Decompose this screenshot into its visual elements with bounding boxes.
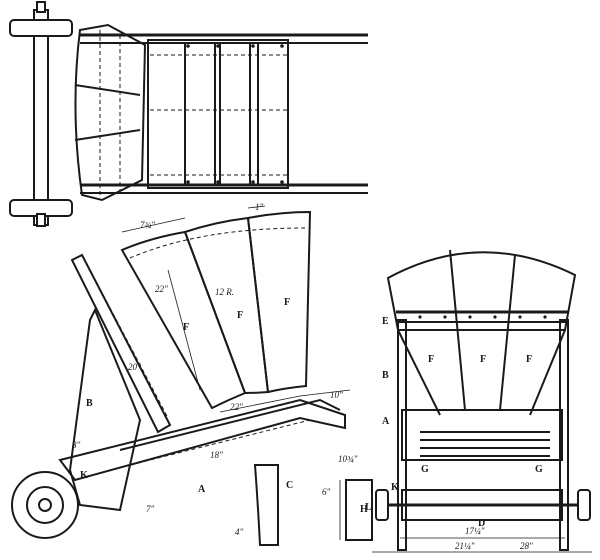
label-g-front-left: G	[421, 464, 429, 475]
leg-section-detail: H	[339, 479, 373, 541]
label-f-2: F	[237, 310, 243, 321]
front-post-left	[397, 319, 407, 551]
slat-detail: 7¾" 1" 22" 12 R. F F F	[120, 202, 312, 410]
plan-seat-frame	[147, 39, 289, 189]
front-seat-box	[401, 409, 563, 461]
label-c-side: C	[286, 480, 293, 491]
plan-axle	[33, 9, 49, 226]
label-b-side: B	[86, 398, 93, 409]
side-view: 22" 10" 18" 8" 7" 4" 20" 10¾" B A C K	[11, 253, 358, 546]
side-wheel-axle	[38, 498, 52, 512]
slat-f-right	[246, 210, 312, 394]
label-k-side: K	[80, 470, 88, 481]
front-back-top	[386, 251, 577, 331]
plan-hub-bottom	[36, 213, 46, 227]
dim-side-right: 10¾"	[338, 454, 358, 464]
slat-top-dim	[121, 217, 186, 233]
label-a-side: A	[198, 484, 206, 495]
front-post-right	[559, 319, 569, 551]
label-f-front-2: F	[480, 354, 486, 365]
front-back-left	[397, 329, 441, 416]
slat-f-mid	[183, 216, 270, 395]
front-screws	[418, 315, 547, 319]
slat-overhang-dim	[247, 205, 266, 209]
side-seat-rail	[58, 398, 346, 482]
side-front-leg	[253, 464, 279, 546]
slat-f-left	[120, 230, 247, 410]
label-f-3: F	[284, 297, 290, 308]
side-arm-top	[119, 398, 341, 451]
dim-arm-length: 22"	[230, 402, 243, 412]
front-wheel-left	[375, 489, 389, 521]
label-d-front: D	[478, 518, 485, 529]
dim-slat-radius: 12 R.	[215, 287, 234, 297]
front-wheel-right	[577, 489, 591, 521]
side-wheel	[11, 471, 79, 539]
label-h-detail: H	[360, 504, 368, 515]
dim-side-height: 6"	[322, 487, 331, 497]
label-f-front-1: F	[428, 354, 434, 365]
leg-section-box	[345, 479, 373, 541]
dim-arm-ext-line	[299, 389, 351, 397]
dim-back-rail: 20"	[128, 362, 141, 372]
label-b-front: B	[382, 370, 389, 381]
dim-arm-ext: 10"	[330, 390, 343, 400]
side-rail-dash	[109, 419, 311, 471]
dim-leg-offset: 4"	[235, 527, 244, 537]
side-back-leg	[70, 253, 172, 434]
front-slat-div-2	[499, 254, 516, 411]
dim-top-overhang: 1"	[255, 202, 264, 212]
plan-screws	[186, 44, 284, 184]
dim-axle-span: 17¼"	[465, 526, 485, 536]
label-f-front-3: F	[526, 354, 532, 365]
dim-width-outer: 28"	[520, 541, 533, 551]
plan-back-div-2	[74, 129, 141, 141]
label-k-front: K	[391, 482, 399, 493]
dim-arm-mid: 18"	[210, 450, 223, 460]
label-l-front: L	[365, 502, 372, 513]
dim-top-width: 7¾"	[140, 220, 155, 230]
dim-arm-line	[219, 395, 301, 413]
dim-width-inner: 21¼"	[455, 541, 475, 551]
side-wheel-hub	[26, 486, 64, 524]
dim-seat-front: 8"	[72, 440, 81, 450]
slat-length-dim	[167, 269, 201, 391]
front-slat-div-1	[449, 249, 466, 411]
label-f-1: F	[183, 322, 189, 333]
side-frame-panel	[68, 307, 142, 512]
label-a-front: A	[382, 416, 390, 427]
front-view: 17¼" 21¼" 28" 6" E B A G G D K L F F F	[322, 249, 592, 553]
plan-back-outline	[74, 23, 147, 202]
plan-back-div-1	[74, 84, 141, 96]
plan-wheel-top	[9, 19, 73, 37]
plan-hub-top	[36, 1, 46, 13]
slat-arc-dash	[129, 227, 306, 259]
dim-slat-length: 22"	[155, 284, 168, 294]
plan-view	[9, 1, 368, 227]
dim-seat-low: 7"	[146, 504, 155, 514]
label-g-front-right: G	[535, 464, 543, 475]
label-e-front: E	[382, 316, 389, 327]
